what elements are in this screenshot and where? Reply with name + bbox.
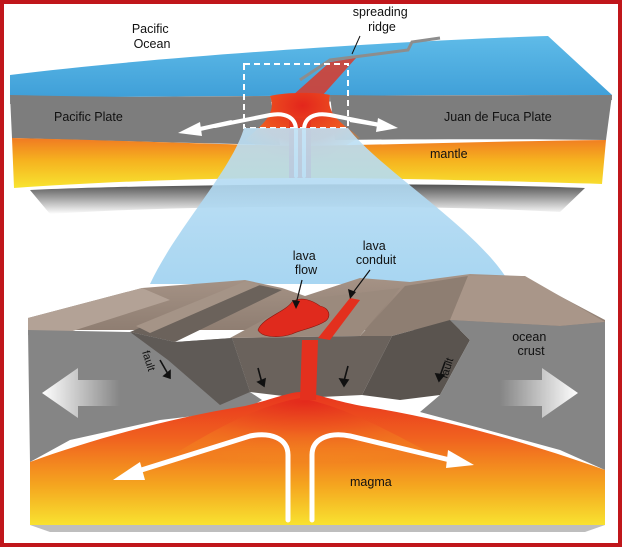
upper-right-shaft xyxy=(349,118,381,127)
lava-conduit-channel xyxy=(318,298,360,340)
label-magma: magma xyxy=(350,475,392,489)
fault-arrows xyxy=(159,359,446,388)
ocean-surface xyxy=(10,36,612,98)
lower-flow-arrows xyxy=(132,432,453,523)
left-step-top xyxy=(136,281,260,333)
upper-left-shaft xyxy=(199,120,233,131)
lava-conduit-leader xyxy=(351,269,371,295)
upper-right-arrow-head xyxy=(376,118,398,132)
juan-de-fuca-plate xyxy=(330,95,612,140)
lava-conduit-leader-head xyxy=(348,289,356,299)
label-lava-conduit: lava conduit xyxy=(356,239,397,267)
label-mantle: mantle xyxy=(430,147,468,161)
ridge-offset-line xyxy=(299,36,441,82)
label-juan-de-fuca-plate: Juan de Fuca Plate xyxy=(444,110,552,124)
left-highland-block xyxy=(28,288,170,335)
label-pacific-ocean: Pacific Ocean xyxy=(132,22,172,51)
lava-flow-leader-head xyxy=(292,300,300,309)
lava-conduit-dike xyxy=(300,340,318,400)
zoom-beam xyxy=(150,128,510,284)
lava-flow-patch xyxy=(257,298,330,337)
label-ocean-crust: ocean crust xyxy=(512,330,550,358)
spreading-arrow-right xyxy=(500,368,578,418)
lower-magma-plume xyxy=(150,398,460,470)
spreading-arrow-left xyxy=(42,368,120,418)
spreading-ridge-leader xyxy=(351,35,361,55)
label-pacific-plate: Pacific Plate xyxy=(54,110,123,124)
upper-left-arrow-head xyxy=(178,122,202,136)
ridge-magma-strip xyxy=(292,58,356,96)
pacific-plate xyxy=(10,95,280,145)
right-fault-block xyxy=(362,320,470,400)
lower-left-arrow-head xyxy=(113,462,145,480)
left-fault-block xyxy=(130,332,250,405)
label-spreading-ridge: spreading ridge xyxy=(353,5,411,34)
lava-flow-leader xyxy=(295,279,303,305)
lower-block-diagram: fault fault lava flow lava conduit ocean… xyxy=(28,239,605,532)
left-step-block xyxy=(130,282,282,342)
lower-right-arrow-head xyxy=(446,450,474,468)
lower-block-shadow xyxy=(30,525,605,532)
right-highland-top xyxy=(450,276,605,326)
label-lava-flow: lava flow xyxy=(293,249,319,277)
right-step-block xyxy=(360,276,468,336)
